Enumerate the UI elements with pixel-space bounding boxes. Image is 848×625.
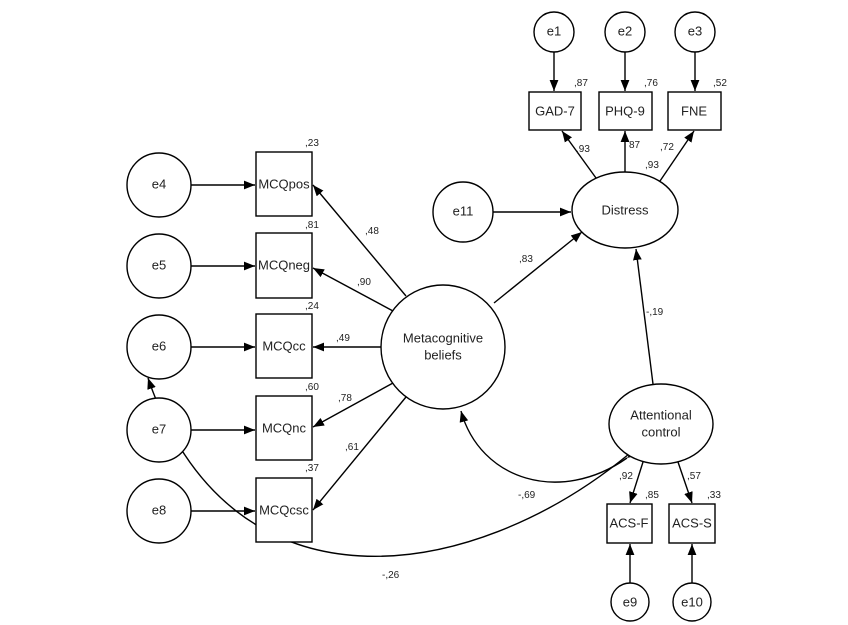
node-e3 — [674, 11, 716, 53]
box-gad7 — [528, 91, 582, 131]
coef-attn-acsf: ,92 — [619, 471, 633, 482]
coef-cov-e6-attn: -,26 — [382, 570, 400, 581]
coef-meta-mcqcsc: ,61 — [345, 442, 359, 453]
label-e11: e11 — [453, 203, 474, 218]
node-e6 — [126, 314, 192, 380]
coef-meta-distress: ,83 — [519, 254, 533, 265]
coef-meta-mcqpos: ,48 — [365, 226, 379, 237]
arrow-distress-gad7 — [561, 130, 597, 179]
r2-fne: ,52 — [713, 78, 727, 89]
error-terms: e1 e2 e3 e11 e4 e5 e6 e7 e8 e9 e10 — [126, 11, 716, 622]
node-e10 — [672, 582, 712, 622]
observed-variables: GAD-7 PHQ-9 FNE MCQpos MCQneg MCQcc MCQn… — [255, 91, 722, 544]
node-metacognitive-beliefs — [380, 284, 506, 410]
box-mcqnc — [255, 395, 313, 461]
node-e9 — [610, 582, 650, 622]
label-gad7: GAD-7 — [535, 103, 575, 118]
coef-attn-distress: -,19 — [646, 307, 664, 318]
node-e4 — [126, 152, 192, 218]
label-e2: e2 — [618, 23, 632, 38]
arrow-meta-distress — [493, 231, 583, 304]
edges — [147, 52, 700, 583]
r-squared-values: ,87 ,76 ,52 ,93 ,23 ,81 ,24 ,60 ,37 ,85 … — [305, 78, 727, 501]
r2-mcqcc: ,24 — [305, 301, 319, 312]
r2-mcqnc: ,60 — [305, 382, 319, 393]
label-attn-line1: Attentional — [630, 407, 692, 422]
r2-phq9: ,76 — [644, 78, 658, 89]
node-e8 — [126, 478, 192, 544]
label-e7: e7 — [152, 421, 166, 436]
label-mcqneg: MCQneg — [258, 257, 310, 272]
box-mcqcc — [255, 313, 313, 379]
coef-distress-gad7: ,93 — [576, 144, 590, 155]
r2-distress: ,93 — [645, 160, 659, 171]
r2-gad7: ,87 — [574, 78, 588, 89]
box-mcqneg — [255, 232, 313, 299]
coef-attn-acss: ,57 — [687, 471, 701, 482]
coef-meta-mcqnc: ,78 — [338, 393, 352, 404]
label-e8: e8 — [152, 502, 166, 517]
covariance-meta-attn — [459, 410, 639, 483]
arrow-attn-acsf — [629, 461, 644, 504]
label-e10: e10 — [681, 594, 703, 609]
label-acsf: ACS-F — [610, 515, 649, 530]
box-mcqcsc — [255, 477, 313, 543]
coef-meta-mcqneg: ,90 — [357, 277, 371, 288]
arrow-attn-acss — [677, 461, 693, 504]
arrow-meta-mcqneg — [312, 267, 394, 312]
label-attn-line2: control — [641, 424, 680, 439]
covariance-e6-attn — [147, 377, 641, 557]
box-mcqpos — [255, 151, 313, 217]
path-coefficients: ,93 87 ,72 ,83 -,19 ,48 ,90 ,49 ,78 ,61 … — [336, 140, 701, 581]
label-e9: e9 — [623, 594, 637, 609]
arrow-meta-mcqpos — [312, 184, 407, 297]
coef-distress-fne: ,72 — [660, 142, 674, 153]
r2-mcqpos: ,23 — [305, 138, 319, 149]
label-e4: e4 — [152, 176, 166, 191]
arrow-meta-mcqnc — [312, 382, 394, 428]
node-e11 — [432, 181, 494, 243]
node-e7 — [126, 397, 192, 463]
coef-cov-meta-attn: -,69 — [518, 490, 536, 501]
label-e5: e5 — [152, 257, 166, 272]
box-fne — [667, 91, 722, 131]
node-e2 — [604, 11, 646, 53]
node-attentional-control — [608, 383, 714, 465]
coef-meta-mcqcc: ,49 — [336, 333, 350, 344]
label-e3: e3 — [688, 23, 702, 38]
label-distress: Distress — [602, 202, 649, 217]
r2-mcqcsc: ,37 — [305, 463, 319, 474]
r2-mcqneg: ,81 — [305, 220, 319, 231]
r2-acsf: ,85 — [645, 490, 659, 501]
label-mcqpos: MCQpos — [258, 176, 310, 191]
node-e5 — [126, 233, 192, 299]
box-acss — [668, 503, 716, 544]
node-e1 — [533, 11, 575, 53]
label-fne: FNE — [681, 103, 707, 118]
r2-acss: ,33 — [707, 490, 721, 501]
label-phq9: PHQ-9 — [605, 103, 645, 118]
label-e1: e1 — [547, 23, 561, 38]
label-mcqcc: MCQcc — [262, 338, 306, 353]
coef-distress-phq9: 87 — [629, 140, 641, 151]
label-mcqnc: MCQnc — [262, 420, 307, 435]
arrow-attn-distress — [633, 248, 654, 385]
arrow-distress-fne — [659, 130, 695, 182]
box-acsf — [606, 503, 653, 544]
box-phq9 — [598, 91, 653, 131]
label-e6: e6 — [152, 338, 166, 353]
node-distress — [571, 171, 679, 249]
label-mcqcsc: MCQcsc — [259, 502, 309, 517]
label-meta-line2: beliefs — [424, 347, 462, 362]
latent-variables: Distress Metacognitive beliefs Attention… — [380, 171, 714, 465]
label-meta-line1: Metacognitive — [403, 330, 483, 345]
label-acss: ACS-S — [672, 515, 712, 530]
arrow-meta-mcqcsc — [312, 396, 407, 511]
